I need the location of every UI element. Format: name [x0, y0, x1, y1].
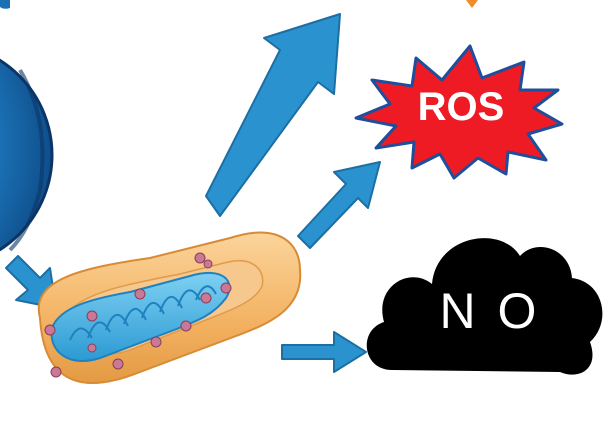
no-label: N O — [440, 283, 541, 339]
arrow-to-ros — [298, 162, 380, 248]
mitochondrion-icon — [39, 233, 301, 383]
corner-mark-orange — [466, 0, 478, 8]
arrow-up-large — [206, 14, 340, 216]
cell-icon — [0, 43, 52, 267]
ros-starburst: ROS — [356, 46, 562, 178]
arrow-to-no — [282, 332, 366, 372]
corner-mark — [0, 0, 10, 9]
ros-label: ROS — [418, 85, 505, 129]
no-cloud: N O — [367, 238, 603, 375]
